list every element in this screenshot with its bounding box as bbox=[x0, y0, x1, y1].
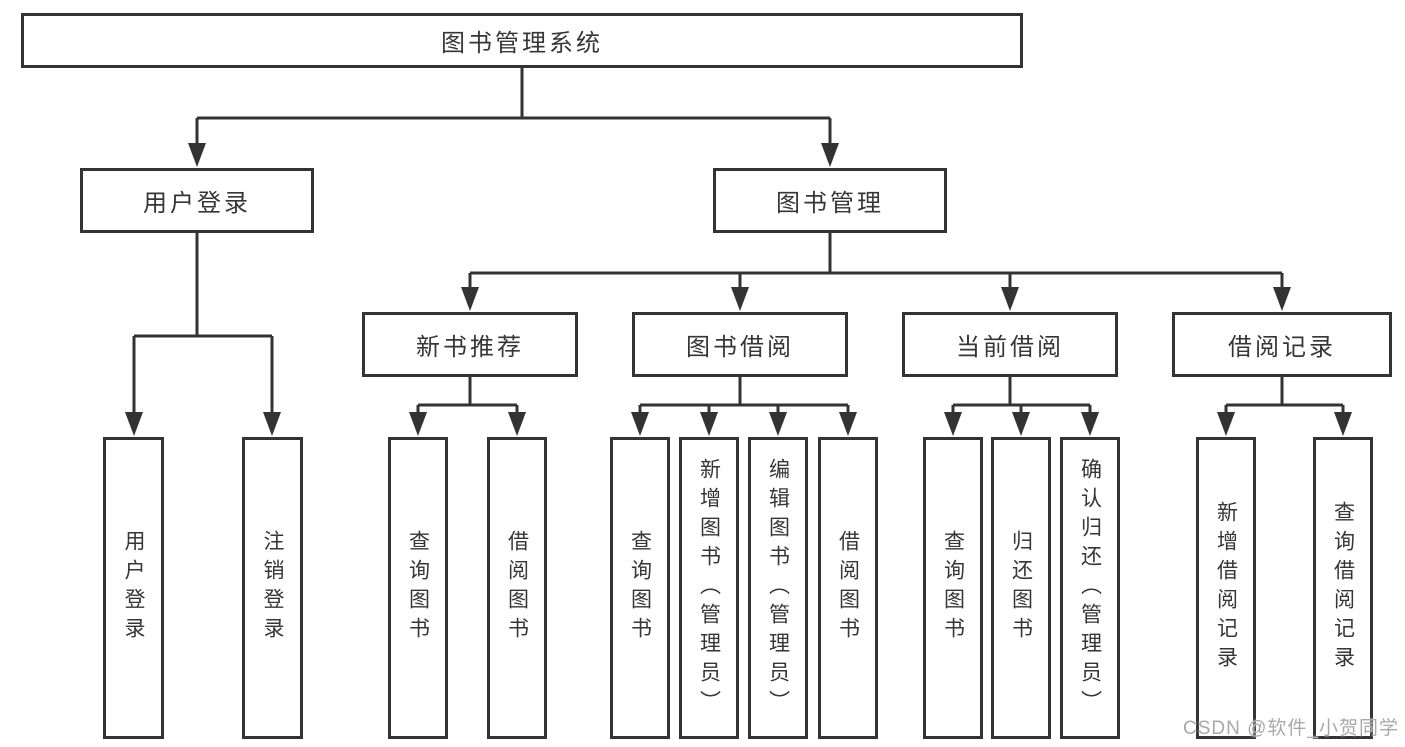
leaf-confirm-return-admin: 确认归还（管理员） bbox=[1060, 437, 1120, 739]
leaf-return-books: 归还图书 bbox=[991, 437, 1051, 739]
leaf-query-books-recommend: 查询图书 bbox=[388, 437, 448, 739]
leaf-user-login-label: 用户登录 bbox=[122, 530, 145, 646]
leaf-query-books-recommend-label: 查询图书 bbox=[406, 530, 430, 646]
node-book-management: 图书管理 bbox=[713, 168, 947, 233]
leaf-edit-book-admin-label: 编辑图书（管理员） bbox=[766, 457, 790, 719]
node-borrowing-records: 借阅记录 bbox=[1172, 312, 1392, 377]
leaf-query-books-borrow-label: 查询图书 bbox=[628, 530, 652, 646]
leaf-confirm-return-admin-label: 确认归还（管理员） bbox=[1078, 457, 1102, 719]
leaf-borrow-books-recommend: 借阅图书 bbox=[487, 437, 547, 739]
leaf-query-borrow-record: 查询借阅记录 bbox=[1313, 437, 1373, 739]
leaf-logout-login-label: 注销登录 bbox=[261, 530, 284, 646]
leaf-borrow-books-label: 借阅图书 bbox=[836, 530, 860, 646]
node-book-borrowing: 图书借阅 bbox=[632, 312, 848, 377]
leaf-borrow-books-recommend-label: 借阅图书 bbox=[505, 530, 529, 646]
leaf-query-books-borrow: 查询图书 bbox=[610, 437, 670, 739]
leaf-query-borrow-record-label: 查询借阅记录 bbox=[1331, 501, 1355, 675]
leaf-add-book-admin: 新增图书（管理员） bbox=[679, 437, 739, 739]
arrowheads bbox=[125, 143, 1352, 436]
leaf-query-books-current-label: 查询图书 bbox=[941, 530, 965, 646]
node-root-system: 图书管理系统 bbox=[21, 13, 1023, 68]
leaf-user-login: 用户登录 bbox=[103, 437, 164, 739]
node-new-book-recommend: 新书推荐 bbox=[362, 312, 578, 377]
leaf-logout-login: 注销登录 bbox=[242, 437, 303, 739]
leaf-borrow-books: 借阅图书 bbox=[818, 437, 878, 739]
leaf-edit-book-admin: 编辑图书（管理员） bbox=[748, 437, 808, 739]
leaf-add-book-admin-label: 新增图书（管理员） bbox=[697, 457, 721, 719]
leaf-query-books-current: 查询图书 bbox=[923, 437, 983, 739]
leaf-add-borrow-record: 新增借阅记录 bbox=[1196, 437, 1256, 739]
node-user-login: 用户登录 bbox=[80, 168, 314, 233]
node-current-borrowing: 当前借阅 bbox=[902, 312, 1118, 377]
leaf-return-books-label: 归还图书 bbox=[1009, 530, 1033, 646]
leaf-add-borrow-record-label: 新增借阅记录 bbox=[1214, 501, 1238, 675]
csdn-watermark: CSDN @软件_小贺同学 bbox=[1183, 718, 1399, 739]
